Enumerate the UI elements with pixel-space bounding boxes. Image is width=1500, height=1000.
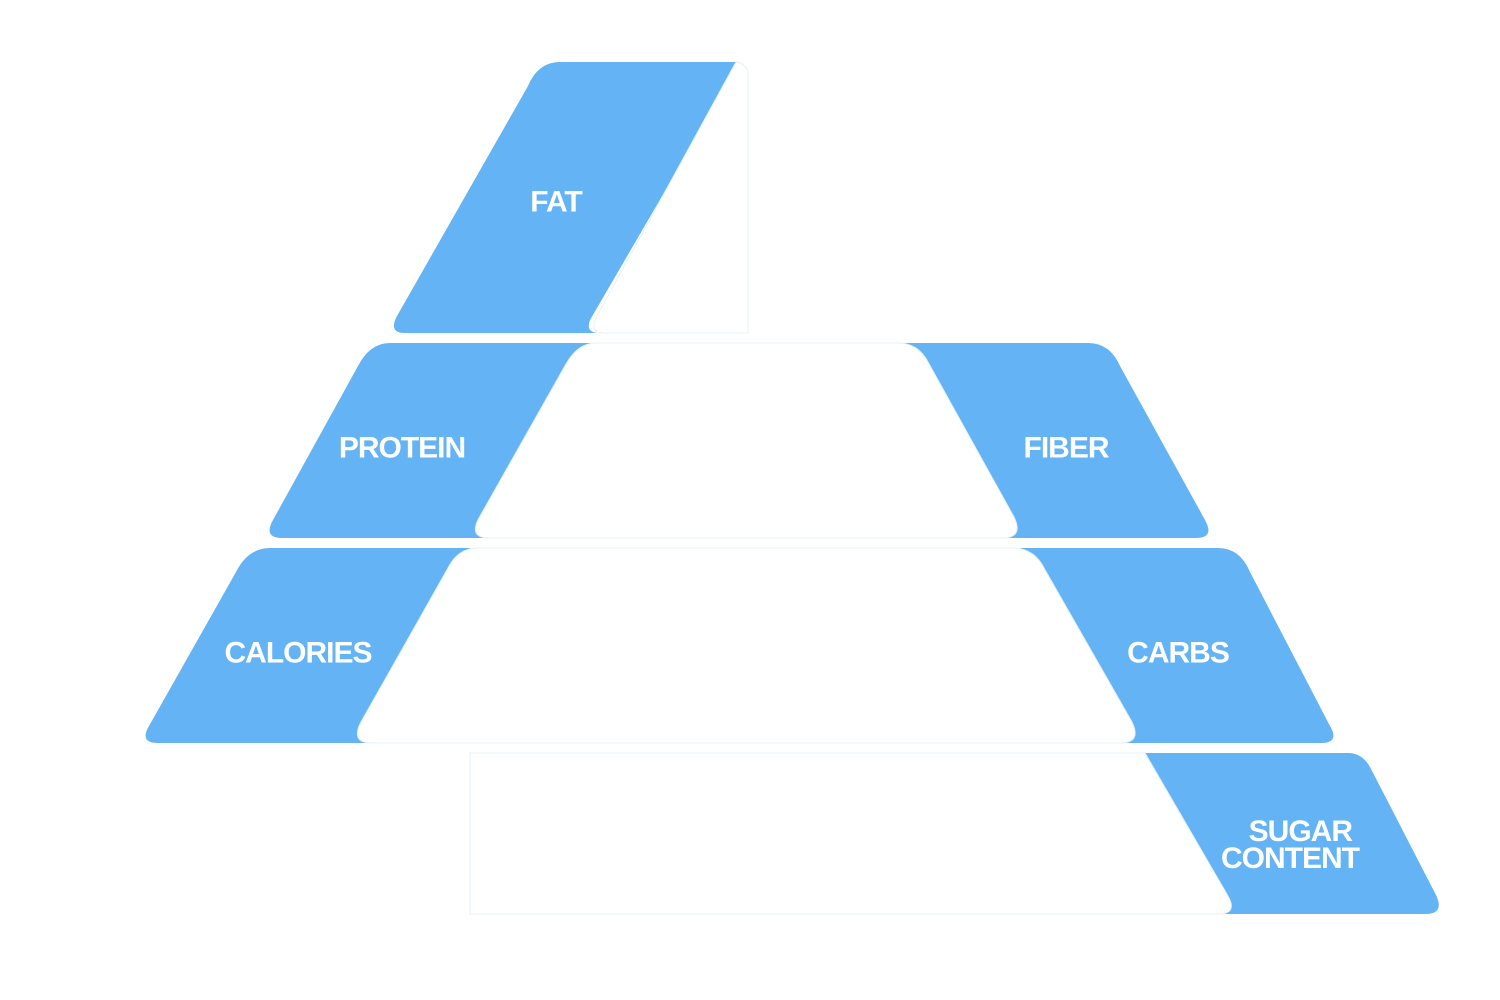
tab-fat-shape — [393, 62, 740, 333]
tab-label-sugar-content: SUGAR CONTENT — [1221, 815, 1360, 875]
tab-label-protein: PROTEIN — [339, 432, 465, 465]
pyramid-panels — [356, 61, 1232, 915]
pyramid-tier-2 — [474, 342, 1018, 539]
tab-label-sugar-line: SUGAR — [1249, 815, 1354, 848]
tab-labels: FAT PROTEIN CALORIES FIBER CARBS SUGAR C… — [224, 186, 1360, 875]
pyramid-tier-1 — [593, 61, 749, 334]
tab-label-fat: FAT — [530, 186, 582, 219]
pyramid-tier-4 — [469, 752, 1232, 915]
tab-label-carbs: CARBS — [1127, 637, 1229, 670]
pyramid-tier-3 — [356, 547, 1136, 744]
tab-label-content-line: CONTENT — [1221, 842, 1360, 875]
tab-label-fiber: FIBER — [1024, 432, 1110, 465]
tab-label-calories: CALORIES — [224, 637, 371, 670]
